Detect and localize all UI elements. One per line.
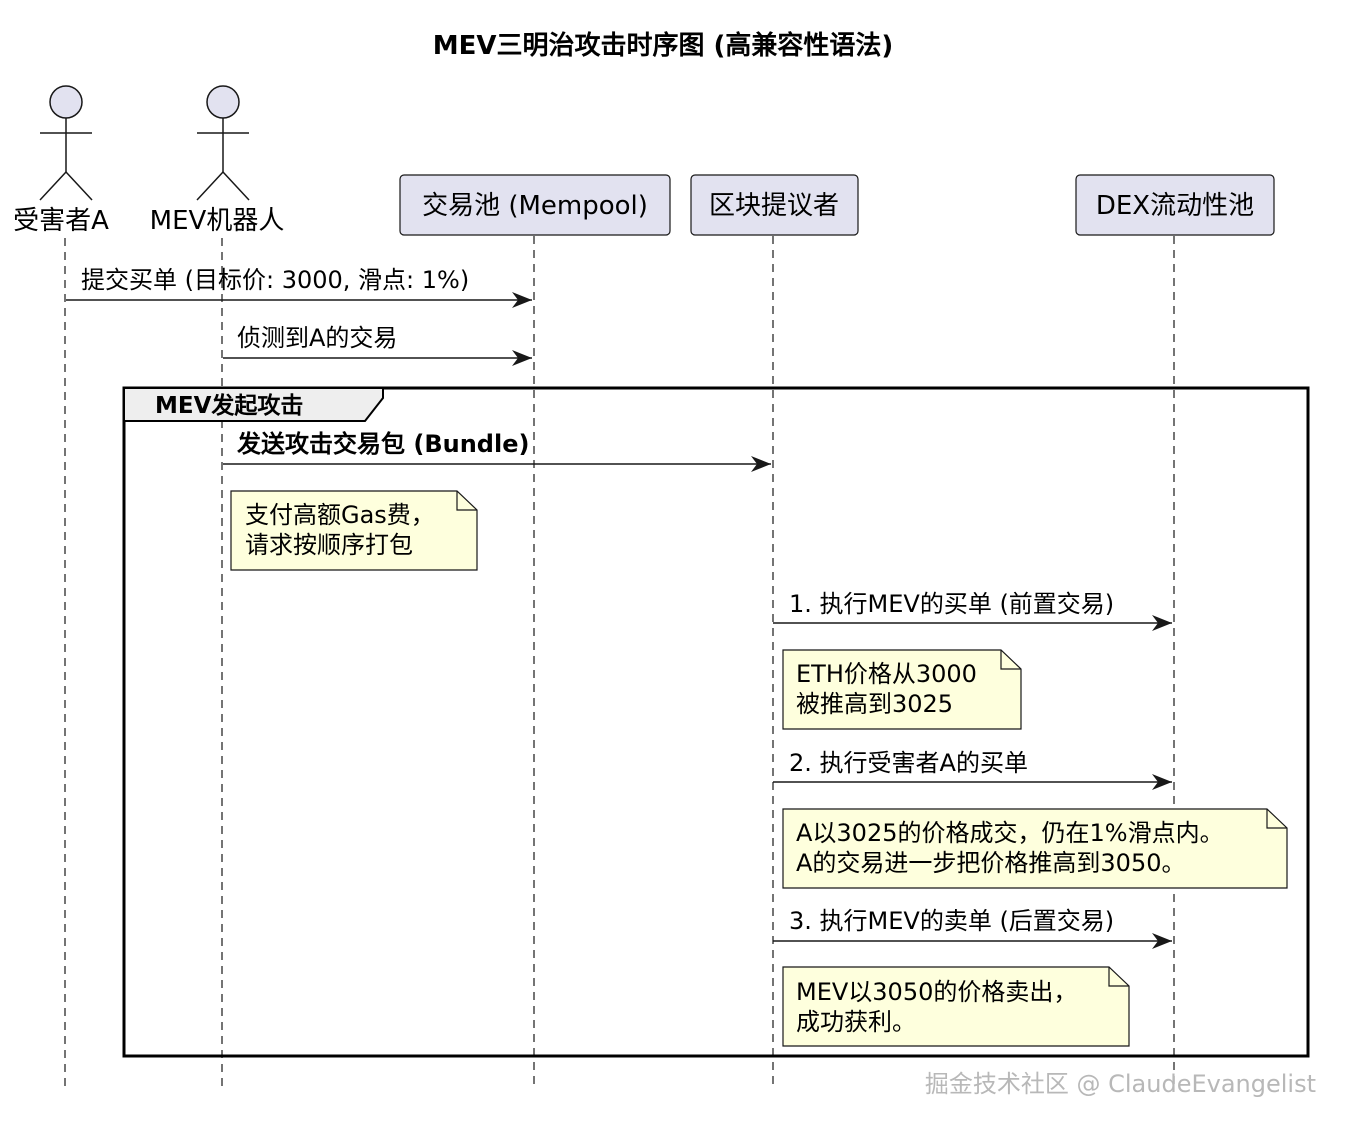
message-6-label: 3. 执行MEV的卖单 (后置交易) — [789, 907, 1114, 935]
note-2: ETH价格从3000 被推高到3025 — [782, 649, 1022, 730]
actor-victim — [39, 85, 93, 201]
participant-dex-label: DEX流动性池 — [1096, 191, 1254, 221]
group-frame-label: MEV发起攻击 — [155, 392, 303, 419]
note-2-line-2: 被推高到3025 — [796, 690, 953, 718]
actor-bot — [196, 85, 250, 201]
note-2-line-1: ETH价格从3000 — [796, 660, 977, 688]
note-1-line-2: 请求按顺序打包 — [245, 531, 413, 559]
participant-dex: DEX流动性池 — [1075, 174, 1275, 236]
diagram-title: MEV三明治攻击时序图 (高兼容性语法) — [433, 30, 894, 61]
message-3-label: 发送攻击交易包 (Bundle) — [236, 430, 529, 458]
note-4-line-2: 成功获利。 — [796, 1008, 916, 1036]
group-frame — [122, 386, 1310, 1058]
message-1-label: 提交买单 (目标价: 3000, 滑点: 1%) — [81, 266, 469, 294]
actor-head-icon — [49, 85, 83, 119]
actor-bot-label: MEV机器人 — [150, 206, 285, 236]
note-4: MEV以3050的价格卖出， 成功获利。 — [782, 966, 1130, 1047]
note-3: A以3025的价格成交，仍在1%滑点内。 A的交易进一步把价格推高到3050。 — [782, 808, 1288, 889]
lifelines — [64, 236, 1175, 1090]
group-frame-tab — [123, 387, 384, 422]
note-4-line-1: MEV以3050的价格卖出， — [796, 978, 1077, 1006]
participant-proposer: 区块提议者 — [690, 174, 859, 236]
participant-mempool: 交易池 (Mempool) — [399, 174, 671, 236]
note-1-line-1: 支付高额Gas费， — [245, 501, 435, 529]
message-4-label: 1. 执行MEV的买单 (前置交易) — [789, 590, 1114, 618]
actor-head-icon — [206, 85, 240, 119]
watermark: 掘金技术社区 @ ClaudeEvangelist — [925, 1070, 1316, 1098]
participant-mempool-label: 交易池 (Mempool) — [422, 191, 648, 221]
message-2-label: 侦测到A的交易 — [237, 324, 397, 352]
message-5-label: 2. 执行受害者A的买单 — [789, 749, 1028, 777]
actor-victim-label: 受害者A — [13, 206, 109, 236]
note-3-line-2: A的交易进一步把价格推高到3050。 — [796, 849, 1186, 877]
note-3-line-1: A以3025的价格成交，仍在1%滑点内。 — [796, 819, 1224, 847]
participant-proposer-label: 区块提议者 — [709, 191, 839, 221]
note-1: 支付高额Gas费， 请求按顺序打包 — [230, 490, 478, 571]
